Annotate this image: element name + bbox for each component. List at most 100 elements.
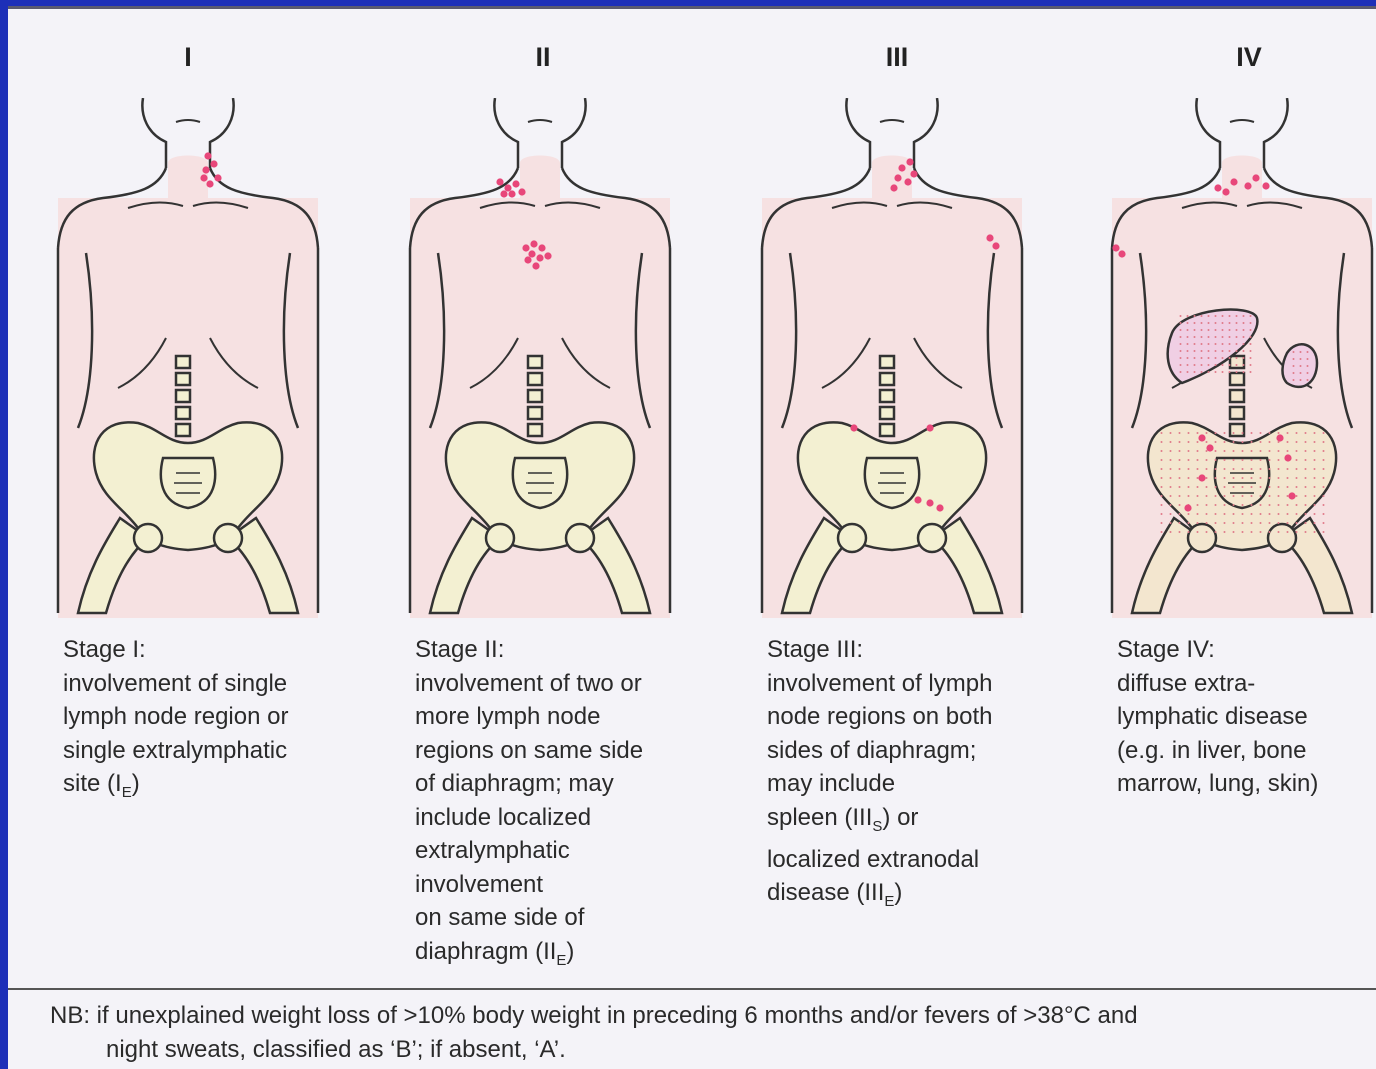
stage-2-body-figure [400,98,680,623]
caption-line: (e.g. in liver, bone [1117,734,1376,768]
lymph-node-dot [1112,244,1119,251]
caption-line: involvement [415,868,735,902]
lymph-node-dot [536,254,543,261]
caption-line: involvement of lymph [767,667,1087,701]
caption-line: lymph node region or [63,700,383,734]
lymph-node-dot [1230,178,1237,185]
lymph-node-dot [890,184,897,191]
vertebra [880,356,894,368]
vertebra [1230,424,1244,436]
vertebra [176,356,190,368]
lymph-node-dot [1198,474,1205,481]
lymph-node-dot [1262,182,1269,189]
bottom-divider [8,988,1376,990]
stage-4-caption: Stage IV:diffuse extra-lymphatic disease… [1117,633,1376,801]
lymph-node-dot [1198,434,1205,441]
caption-line: lymphatic disease [1117,700,1376,734]
lymph-node-dot [1276,434,1283,441]
lymph-node-dot [1288,492,1295,499]
lymph-node-dot [850,424,857,431]
caption-subscript: S [872,817,882,834]
caption-line: disease (IIIE) [767,876,1087,918]
stage-heading: Stage I: [63,633,383,667]
vertebra [176,390,190,402]
lymph-node-dot [1284,454,1291,461]
lymph-node-dot [1222,188,1229,195]
lymph-node-dot [522,244,529,251]
caption-line: site (IE) [63,767,383,809]
staging-slide: I II III IV Stage I:involvement of singl… [8,6,1376,1069]
vertebra [176,407,190,419]
lymph-node-dot [1244,182,1251,189]
lymph-node-dot [538,244,545,251]
lymph-node-dot [936,504,943,511]
vertebra [880,407,894,419]
lymph-node-dot [528,250,535,257]
caption-line: node regions on both [767,700,1087,734]
stage-2-caption: Stage II:involvement of two ormore lymph… [415,633,735,977]
footnote: NB: if unexplained weight loss of >10% b… [50,999,1360,1067]
vertebra [528,407,542,419]
caption-line: of diaphragm; may [415,767,735,801]
lymph-node-dot [532,262,539,269]
vertebra [880,373,894,385]
stage-heading: Stage IV: [1117,633,1376,667]
caption-line: sides of diaphragm; [767,734,1087,768]
lymph-node-dot [1206,444,1213,451]
lymph-node-dot [206,180,213,187]
lymph-node-dot [910,170,917,177]
lymph-node-dot [926,499,933,506]
lymph-node-dot [214,174,221,181]
caption-line: diffuse extra- [1117,667,1376,701]
caption-line: marrow, lung, skin) [1117,767,1376,801]
lymph-node-dot [894,174,901,181]
caption-line: diaphragm (IIE) [415,935,735,977]
vertebra [528,373,542,385]
lymph-node-dot [544,252,551,259]
vertebra [176,373,190,385]
lymph-node-dot [204,152,211,159]
caption-subscript: E [556,951,566,968]
lymph-node-dot [508,190,515,197]
lymph-node-dot [898,164,905,171]
lymph-node-dot [500,190,507,197]
lymph-node-dot [530,240,537,247]
caption-line: involvement of single [63,667,383,701]
lymph-node-dot [914,496,921,503]
caption-line: localized extranodal [767,843,1087,877]
vertebra [1230,373,1244,385]
caption-line: involvement of two or [415,667,735,701]
lymph-node-dot [904,178,911,185]
vertebra [1230,390,1244,402]
lymph-node-dot [926,424,933,431]
caption-line: spleen (IIIS) or [767,801,1087,843]
stage-1-body-figure [48,98,328,623]
lymph-node-dot [512,180,519,187]
lymph-node-dot [200,174,207,181]
caption-line: on same side of [415,901,735,935]
lymph-node-dot [1118,250,1125,257]
vertebra [1230,407,1244,419]
lymph-node-dot [1252,174,1259,181]
lymph-node-dot [210,160,217,167]
vertebra [528,356,542,368]
caption-subscript: E [884,893,894,910]
stage-heading: Stage III: [767,633,1087,667]
top-divider [8,6,1376,9]
caption-subscript: E [122,784,132,801]
lymph-node-dot [524,256,531,263]
vertebra [880,424,894,436]
lymph-node-dot [992,242,999,249]
caption-line: more lymph node [415,700,735,734]
lymph-node-dot [504,184,511,191]
stage-numeral-3: III [837,42,957,73]
vertebra [528,390,542,402]
caption-line: single extralymphatic [63,734,383,768]
lymph-node-dot [1184,504,1191,511]
stage-numeral-4: IV [1189,42,1309,73]
stage-heading: Stage II: [415,633,735,667]
vertebra [528,424,542,436]
lymph-node-dot [986,234,993,241]
stage-3-body-figure [752,98,1032,623]
